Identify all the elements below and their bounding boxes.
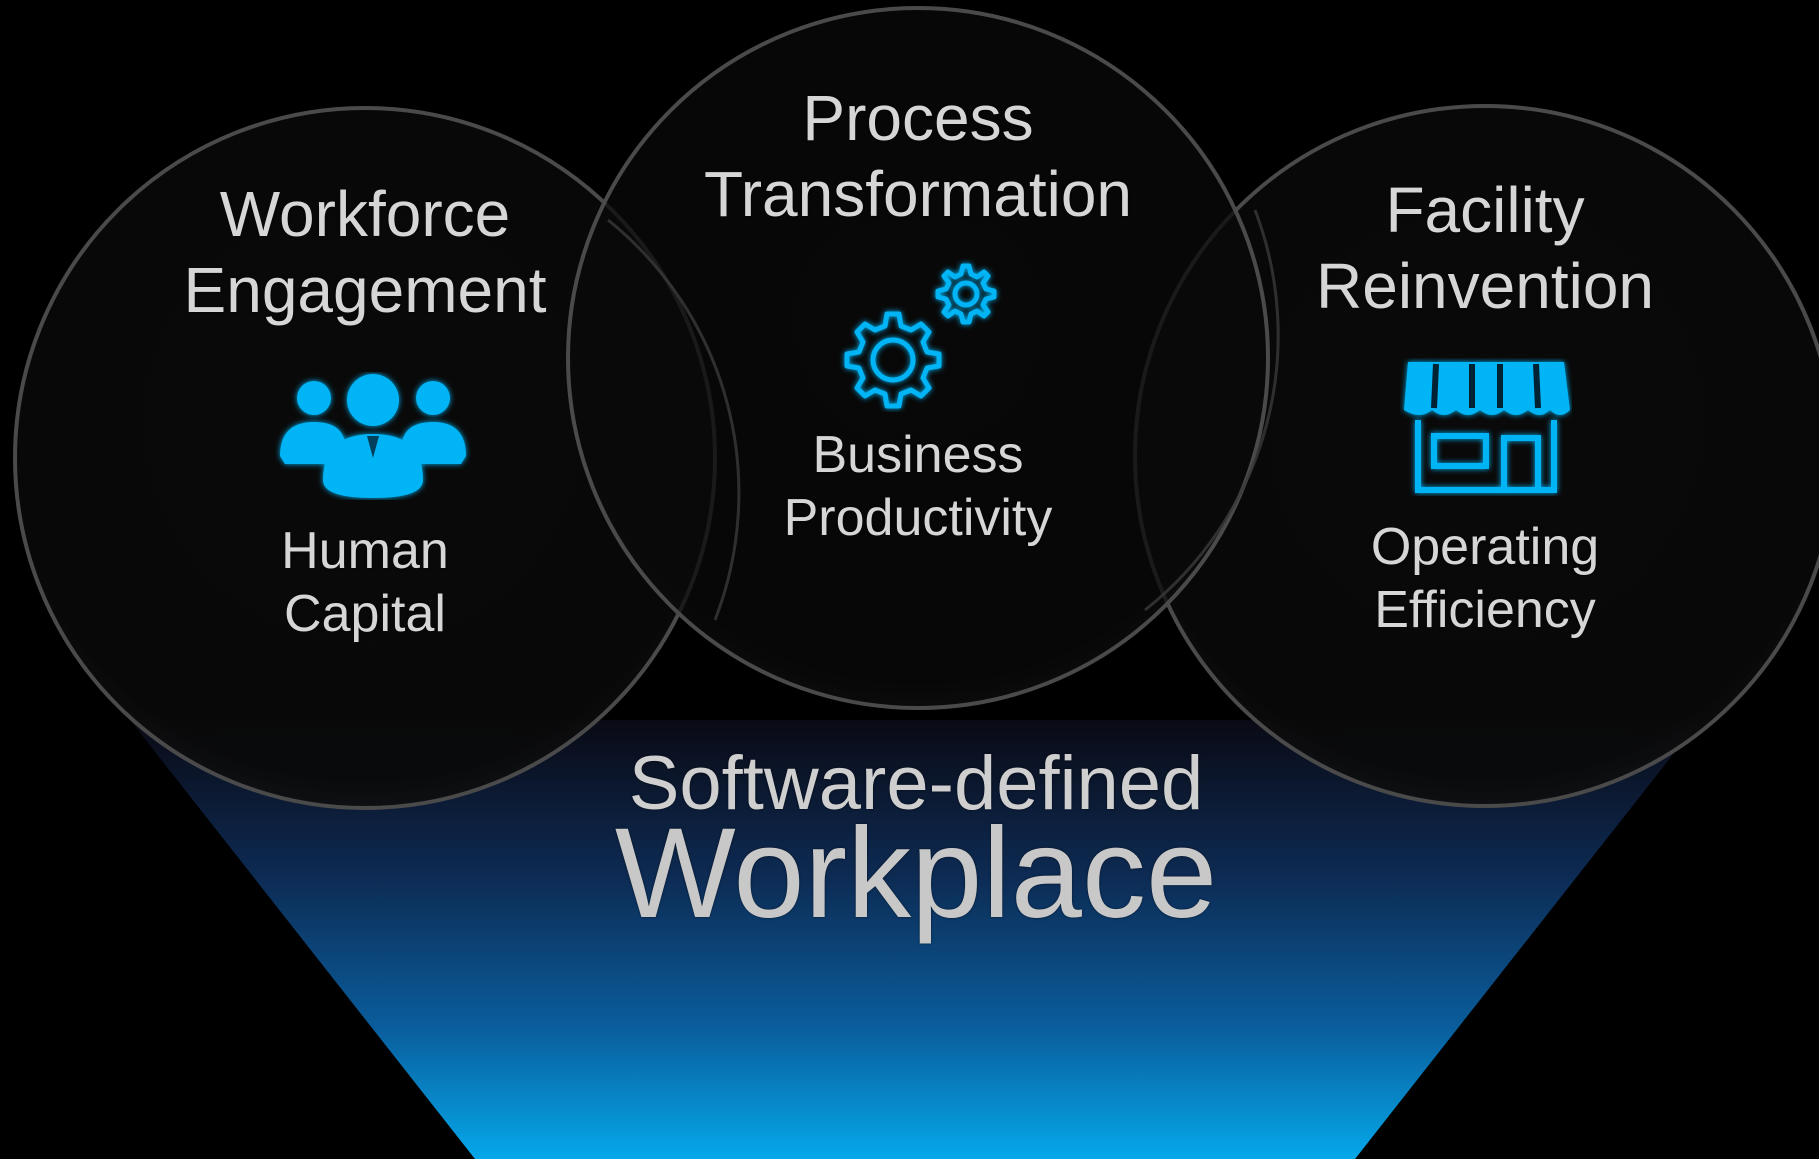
gears-icon — [844, 263, 997, 409]
subtitle-line: Human — [281, 522, 449, 580]
heading-line: Process — [802, 82, 1034, 154]
subtitle-line: Productivity — [783, 489, 1053, 547]
footer-workplace: Workplace — [614, 802, 1218, 945]
subtitle-line: Business — [812, 426, 1024, 484]
heading-line: Workforce — [219, 178, 511, 250]
footer-software-defined: Software-defined — [628, 741, 1204, 826]
heading-line: Facility — [1385, 174, 1585, 246]
heading-process-transformation: Process Transformation — [704, 80, 1132, 232]
heading-workforce-engagement: Workforce Engagement — [184, 176, 547, 328]
circle-process — [566, 6, 1270, 710]
subtitle-line: Efficiency — [1374, 581, 1596, 639]
team-people-icon — [280, 374, 466, 498]
heading-line: Reinvention — [1316, 250, 1654, 322]
subtitle-line: Capital — [284, 585, 446, 643]
heading-line: Transformation — [704, 158, 1132, 230]
storefront-icon — [1404, 362, 1570, 493]
subtitle-line: Operating — [1370, 518, 1600, 576]
heading-facility-reinvention: Facility Reinvention — [1316, 172, 1654, 324]
subtitle-human-capital: Human Capital — [281, 520, 449, 646]
subtitle-business-productivity: Business Productivity — [784, 424, 1053, 550]
light-beam — [130, 720, 1700, 1159]
heading-line: Engagement — [183, 254, 547, 326]
subtitle-operating-efficiency: Operating Efficiency — [1371, 516, 1599, 642]
